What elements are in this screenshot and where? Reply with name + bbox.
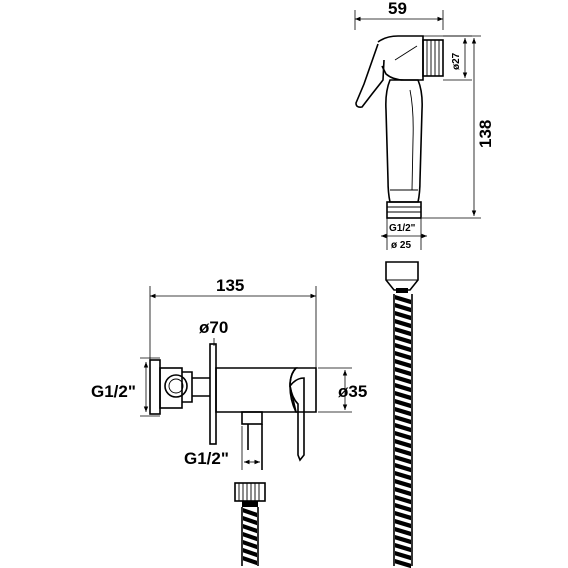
short-hose-nut bbox=[234, 482, 266, 502]
dim-valve-flange-dia: ø70 bbox=[199, 318, 228, 337]
dim-valve-outlet-thread: G1/2" bbox=[184, 449, 229, 468]
sprayer-head bbox=[377, 35, 424, 81]
sprayer-trigger bbox=[355, 43, 385, 108]
dim-valve-body-dia: ø35 bbox=[338, 382, 367, 401]
hose-ferrule bbox=[396, 288, 408, 293]
sprayer-nozzle bbox=[422, 39, 444, 77]
dim-valve-inlet-thread: G1/2" bbox=[91, 382, 136, 401]
valve-outlet-nut bbox=[241, 411, 263, 425]
short-hose-nut-knurl bbox=[238, 483, 260, 501]
dim-sprayer-base-dia: ø 25 bbox=[391, 240, 411, 251]
dim-valve-length: 135 bbox=[216, 276, 244, 295]
valve-inlet-neck bbox=[182, 371, 193, 403]
short-hose bbox=[234, 482, 266, 566]
valve-inlet-port-inner bbox=[168, 378, 184, 394]
valve-body bbox=[215, 367, 298, 413]
dim-sprayer-thread: G1/2" bbox=[389, 223, 416, 234]
valve-lever-cap bbox=[289, 367, 317, 413]
sprayer-handle bbox=[385, 79, 423, 203]
valve-inlet-block bbox=[159, 367, 183, 409]
valve-lever bbox=[289, 377, 305, 462]
nozzle-knurl bbox=[426, 40, 440, 76]
hose-top-nut bbox=[385, 261, 419, 291]
handle-highlight bbox=[409, 89, 414, 191]
dim-sprayer-width: 59 bbox=[388, 0, 407, 18]
wall-valve: 135 ø70 G1/2" ø35 G1/2 bbox=[91, 276, 367, 470]
long-hose bbox=[385, 261, 419, 568]
short-hose-spiral bbox=[243, 508, 257, 566]
valve-inlet-port bbox=[164, 374, 188, 398]
head-contour bbox=[394, 45, 418, 61]
hose-spiral bbox=[395, 295, 411, 568]
sprayer-base-connector bbox=[386, 201, 422, 219]
valve-wall-flange bbox=[209, 343, 217, 445]
hand-sprayer: 59 ø27 138 G bbox=[354, 0, 495, 251]
valve-inlet-plate bbox=[149, 359, 161, 415]
dim-nozzle-dia: ø27 bbox=[451, 52, 462, 70]
short-hose-ferrule bbox=[242, 501, 258, 507]
dim-sprayer-height: 138 bbox=[476, 120, 495, 148]
